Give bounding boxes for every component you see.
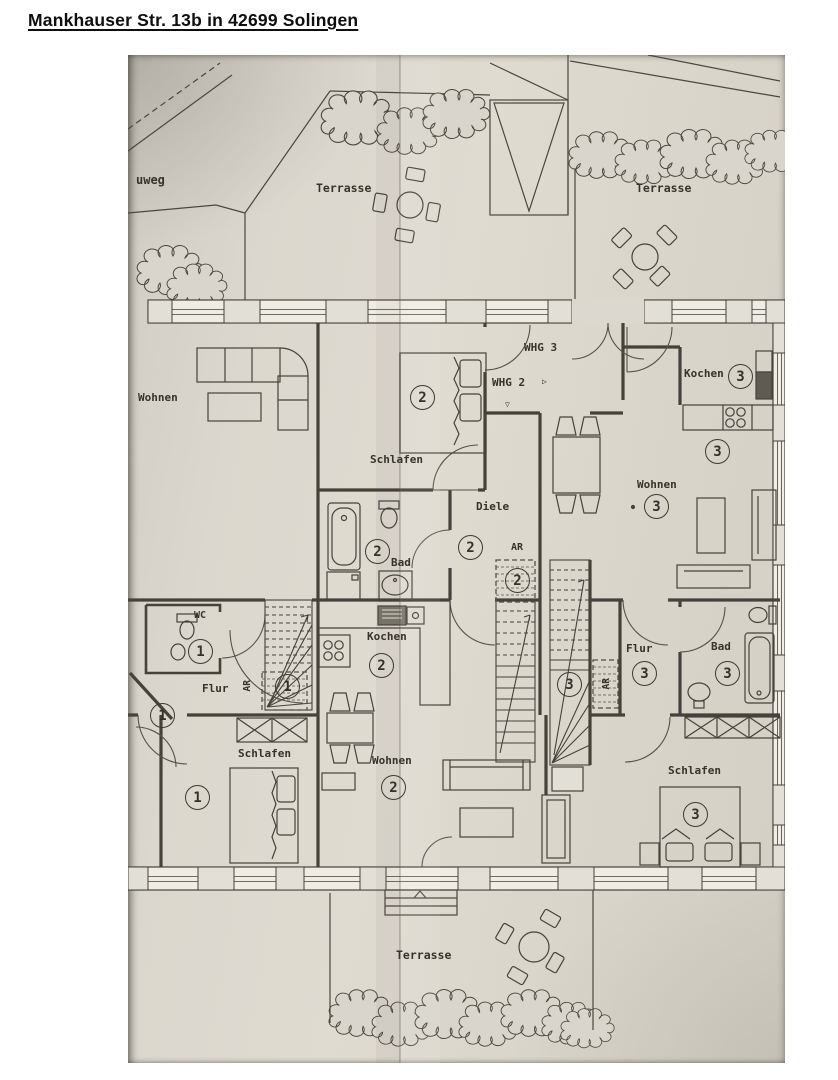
paper-fold-crease (376, 55, 440, 1063)
terrace-table-top-right (611, 224, 678, 290)
door-swings (135, 322, 726, 868)
exterior-walls (128, 299, 785, 891)
apartment-2-badge-kochen: 2 (369, 653, 394, 678)
room-label-flur-3: Flur (626, 642, 653, 655)
room-label-wc-1: WC (194, 610, 207, 621)
apartment-3-badge-bad: 3 (715, 661, 740, 686)
furniture-whg3 (639, 489, 781, 868)
bathroom-whg3 (630, 504, 777, 709)
room-label-bad-2: Bad (391, 556, 411, 569)
room-label-schlafen-2: Schlafen (370, 453, 423, 466)
apartment-3-badge-kochen: 3 (728, 364, 753, 389)
furniture-whg2 (321, 352, 571, 864)
apartment-2-badge-bad: 2 (365, 539, 390, 564)
apartment-2-badge-wohnen: 2 (381, 775, 406, 800)
apartment-3-badge-schlafen: 3 (683, 802, 708, 827)
terrace-label-top-left: Terrasse (316, 181, 372, 195)
kitchen-whg2 (318, 599, 451, 706)
room-label-flur-1: Flur (202, 682, 229, 695)
terrace-bottom-area (329, 889, 594, 1030)
room-label-wohnen-2: Wohnen (372, 754, 412, 767)
room-label-ar-2: AR (511, 542, 524, 553)
apartment-1-badge-wc: 1 (188, 639, 213, 664)
path-label: uweg (136, 173, 165, 187)
apartment-1-badge-flur: 1 (150, 703, 175, 728)
terrace-label-top-right: Terrasse (636, 181, 692, 195)
apartment-number-badges: 1 1 1 1 2 2 2 2 2 2 3 3 3 3 3 3 3 (128, 55, 785, 1063)
bathroom-whg2 (326, 500, 413, 602)
floorplan-drawing (128, 55, 785, 1063)
room-label-diele-2: Diele (476, 500, 510, 513)
room-label-schlafen-1: Schlafen (238, 747, 291, 760)
unit-label-whg3: WHG 3 (524, 341, 558, 354)
apartment-3-badge-wohnen: 3 (644, 494, 669, 519)
room-label-wohnen-1: Wohnen (138, 391, 178, 404)
floorplan-scan-photo: uweg Terrasse Terrasse Terrasse Wohnen W… (128, 55, 785, 1063)
terrace-table-bottom (495, 908, 565, 986)
room-label-kochen-3: Kochen (684, 367, 724, 380)
room-label-wohnen-3: Wohnen (637, 478, 677, 491)
apartment-3-badge-flur: 3 (632, 661, 657, 686)
apartment-1-badge-ar: 1 (275, 674, 300, 699)
apartment-3-badge-treppe: 3 (557, 672, 582, 697)
apartment-2-badge-diele: 2 (458, 535, 483, 560)
terrace-label-bottom: Terrasse (396, 948, 452, 962)
staircase-center-right (549, 559, 591, 766)
plan-labels: uweg Terrasse Terrasse Terrasse Wohnen W… (128, 55, 785, 1063)
apartment-2-badge-schlafen: 2 (410, 385, 435, 410)
document-title: Mankhauser Str. 13b in 42699 Solingen (28, 10, 359, 30)
room-label-schlafen-3: Schlafen (668, 764, 721, 777)
apartment-3-badge-mitte: 3 (705, 439, 730, 464)
unit-label-whg2: WHG 2 (492, 376, 526, 389)
kitchen-whg3 (552, 350, 774, 514)
furniture-whg1 (170, 347, 309, 864)
direction-arrow-down-icon: ▽ (505, 400, 510, 409)
terrace-table-top-left (372, 166, 441, 244)
room-label-bad-3: Bad (711, 640, 731, 653)
apartment-1-badge-schlafen: 1 (185, 785, 210, 810)
direction-arrow-right-icon: ▷ (542, 377, 547, 386)
room-label-kochen-2: Kochen (367, 630, 407, 643)
staircase-center-left (495, 599, 536, 763)
step-direction-mark (413, 890, 427, 899)
apartment-2-badge-ar: 2 (505, 568, 530, 593)
